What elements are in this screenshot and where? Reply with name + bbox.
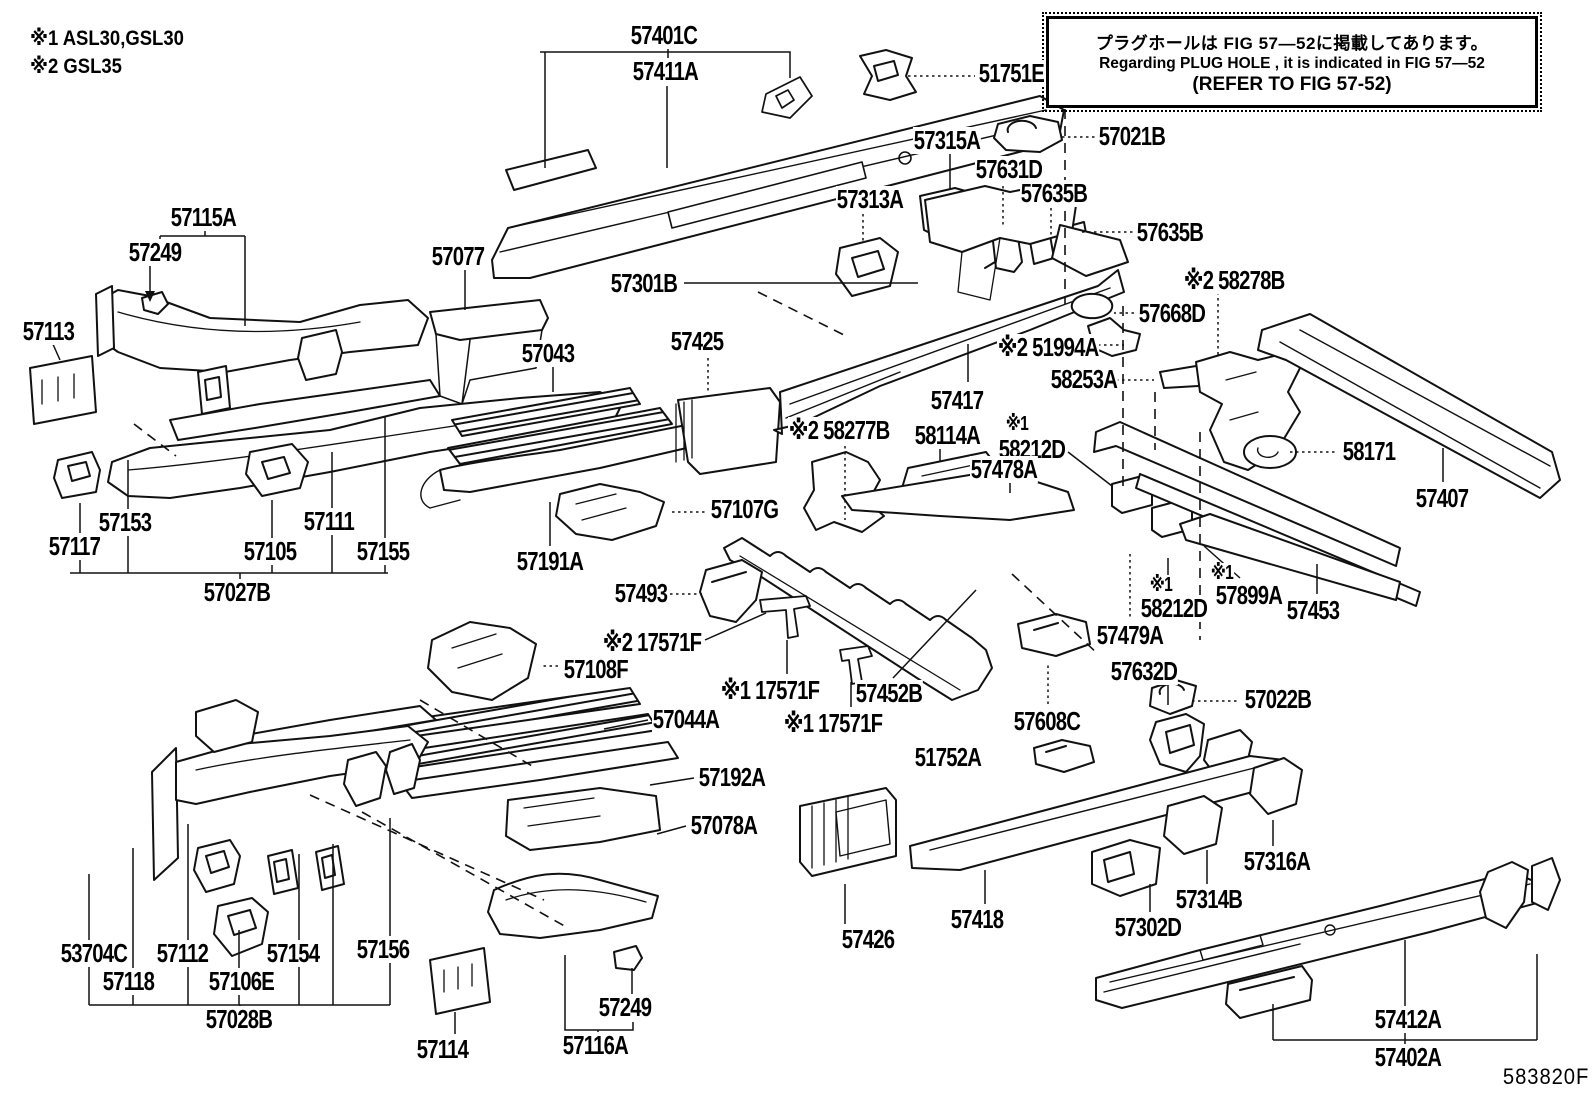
part-label: 57113 bbox=[22, 316, 75, 346]
part-label: ※1 17571F bbox=[783, 708, 883, 738]
variant-note-2: ※2 GSL35 bbox=[30, 55, 122, 78]
variant-note-1: ※1 ASL30,GSL30 bbox=[30, 27, 184, 50]
part-label: 57115A bbox=[170, 202, 237, 232]
part-label: 57114 bbox=[416, 1034, 469, 1064]
part-label: 57249 bbox=[128, 237, 182, 267]
part-label: 57635B bbox=[1020, 178, 1088, 208]
part-label: 57112 bbox=[156, 938, 209, 968]
part-label: ※2 58277B bbox=[788, 415, 890, 445]
part-label: 57668D bbox=[1138, 298, 1206, 328]
part-label: 57153 bbox=[98, 507, 152, 537]
part-label: 53704C bbox=[60, 938, 128, 968]
part-label: 57635B bbox=[1136, 217, 1204, 247]
figure-code-label: 583820F bbox=[1502, 1064, 1591, 1089]
part-label: 57417 bbox=[930, 385, 984, 415]
part-label: 58114A bbox=[914, 420, 981, 450]
part-label: 57478A bbox=[970, 454, 1038, 484]
dotted-leaders bbox=[542, 75, 1338, 704]
part-label: 57313A bbox=[836, 184, 904, 214]
part-label: 57453 bbox=[1286, 595, 1340, 625]
part-label: 57021B bbox=[1098, 121, 1166, 151]
info-box-line-ref: (REFER TO FIG 57-52) bbox=[1192, 73, 1392, 95]
part-label: 57106E bbox=[208, 966, 275, 996]
part-label: 57156 bbox=[356, 934, 410, 964]
part-label: 57411A bbox=[632, 56, 699, 86]
part-label: ※1 bbox=[1210, 562, 1234, 584]
part-label: 57043 bbox=[521, 338, 575, 368]
part-label: 57107G bbox=[710, 494, 780, 524]
part-label: 57632D bbox=[1110, 656, 1178, 686]
part-label: 57116A bbox=[562, 1030, 629, 1060]
part-label: 57044A bbox=[652, 704, 720, 734]
part-label: 57418 bbox=[950, 904, 1004, 934]
part-label: 57301B bbox=[610, 268, 678, 298]
part-label: 57426 bbox=[841, 924, 895, 954]
part-label: 57154 bbox=[266, 938, 320, 968]
part-label: 57425 bbox=[670, 326, 724, 356]
part-label: 57117 bbox=[48, 531, 101, 561]
part-label: 57412A bbox=[1374, 1004, 1442, 1034]
part-label: ※2 51994A bbox=[997, 332, 1099, 362]
part-label: 51751E bbox=[978, 58, 1045, 88]
part-label: 57078A bbox=[690, 810, 758, 840]
part-label: 57105 bbox=[243, 536, 297, 566]
part-label: 57022B bbox=[1244, 684, 1312, 714]
part-label: 57192A bbox=[698, 762, 766, 792]
info-box-line-en: Regarding PLUG HOLE , it is indicated in… bbox=[1099, 54, 1485, 72]
part-label: 58212D bbox=[1140, 593, 1208, 623]
part-label: 57608C bbox=[1013, 706, 1081, 736]
part-label: 57316A bbox=[1243, 846, 1311, 876]
part-label: ※1 bbox=[1005, 413, 1029, 435]
part-label: 57493 bbox=[614, 578, 668, 608]
part-label: 57315A bbox=[913, 125, 981, 155]
part-label: 57249 bbox=[598, 992, 652, 1022]
part-label: 57314B bbox=[1175, 884, 1243, 914]
part-label: 57302D bbox=[1114, 912, 1182, 942]
part-label: ※1 bbox=[1149, 574, 1173, 596]
part-label: 57111 bbox=[303, 506, 355, 536]
part-label: 58171 bbox=[1342, 436, 1396, 466]
part-label: 51752A bbox=[914, 742, 982, 772]
part-label: ※2 58278B bbox=[1183, 265, 1285, 295]
part-label: 57401C bbox=[630, 20, 698, 50]
part-label: ※1 17571F bbox=[720, 675, 820, 705]
part-label: 58253A bbox=[1050, 364, 1118, 394]
part-label: 57191A bbox=[516, 546, 584, 576]
part-label: 57402A bbox=[1374, 1042, 1442, 1072]
part-label: 57077 bbox=[431, 241, 485, 271]
part-label: 57452B bbox=[855, 678, 923, 708]
part-label: 57631D bbox=[975, 154, 1043, 184]
part-label: 57028B bbox=[205, 1004, 273, 1034]
part-label: 57899A bbox=[1215, 580, 1283, 610]
plug-hole-info-box: プラグホールは FIG 57―52に掲載してあります。 Regarding PL… bbox=[1042, 12, 1542, 112]
part-label: 57027B bbox=[203, 577, 271, 607]
part-label: 57155 bbox=[356, 536, 410, 566]
part-label: ※2 17571F bbox=[602, 627, 702, 657]
part-label: 57407 bbox=[1415, 483, 1469, 513]
part-label: 57479A bbox=[1096, 620, 1164, 650]
parts-artwork bbox=[29, 49, 1561, 1019]
info-box-line-jp: プラグホールは FIG 57―52に掲載してあります。 bbox=[1095, 33, 1489, 53]
part-label: 57118 bbox=[102, 966, 155, 996]
part-label: 57108F bbox=[563, 654, 629, 684]
